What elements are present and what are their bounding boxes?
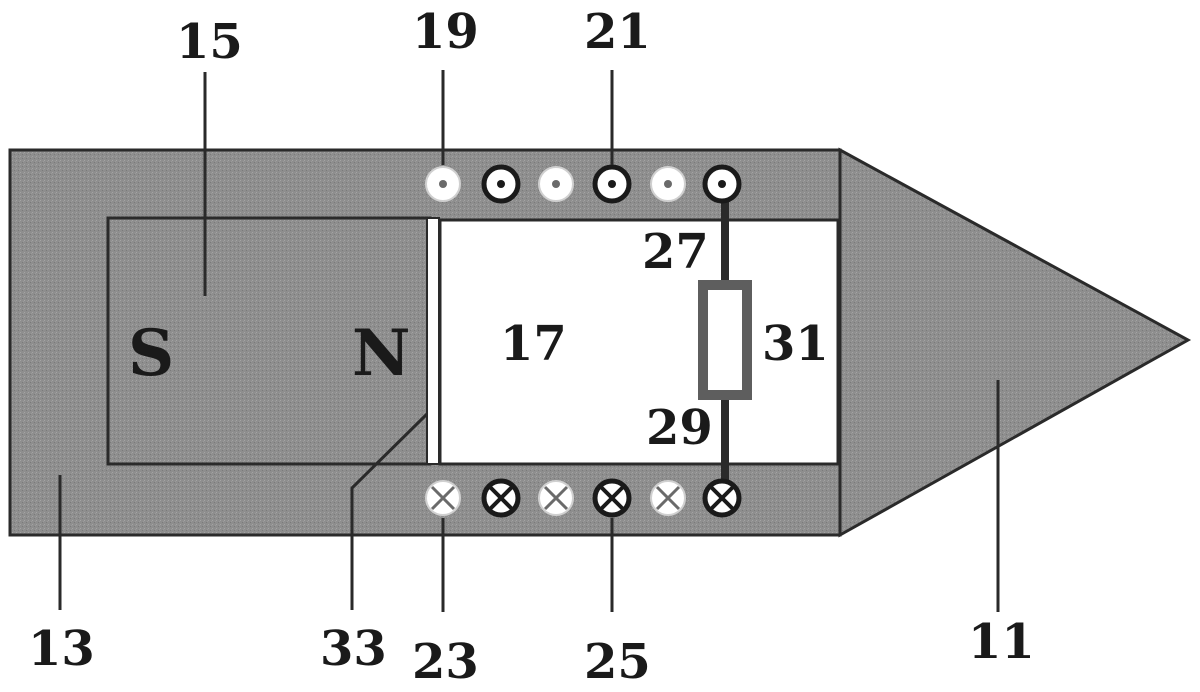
dot-in-circle-icon: [481, 164, 521, 204]
label-11: 11: [968, 614, 1035, 670]
dot-in-circle-icon: [702, 164, 742, 204]
dot-in-circle-icon: [592, 164, 632, 204]
nose-cone: [838, 147, 1192, 538]
label-27: 27: [642, 224, 709, 280]
label-19: 19: [412, 4, 479, 60]
resistor: [698, 280, 752, 400]
label-21: 21: [584, 4, 651, 60]
top-coil-row: [425, 164, 742, 204]
label-23: 23: [412, 634, 479, 687]
dot-in-circle-icon: [425, 166, 461, 202]
label-13: 13: [28, 621, 95, 677]
x-in-circle-icon: [650, 480, 686, 516]
x-in-circle-icon: [702, 478, 742, 518]
label-33: 33: [320, 621, 387, 677]
dot-in-circle-icon: [650, 166, 686, 202]
leader-lines: [58, 70, 1000, 612]
label-25: 25: [584, 634, 651, 687]
separator-plate: [426, 217, 440, 465]
label-31: 31: [762, 316, 829, 372]
x-in-circle-icon: [592, 478, 632, 518]
north-pole-label: N: [352, 316, 411, 391]
x-in-circle-icon: [538, 480, 574, 516]
chamber: [438, 218, 840, 466]
dot-in-circle-icon: [538, 166, 574, 202]
south-pole-label: S: [128, 316, 174, 391]
x-in-circle-icon: [425, 480, 461, 516]
label-15: 15: [176, 14, 243, 70]
leader-33: [350, 412, 429, 610]
magnet: [106, 216, 432, 466]
bottom-coil-row: [425, 478, 742, 518]
label-17: 17: [500, 316, 567, 372]
label-29: 29: [646, 400, 713, 456]
x-in-circle-icon: [481, 478, 521, 518]
